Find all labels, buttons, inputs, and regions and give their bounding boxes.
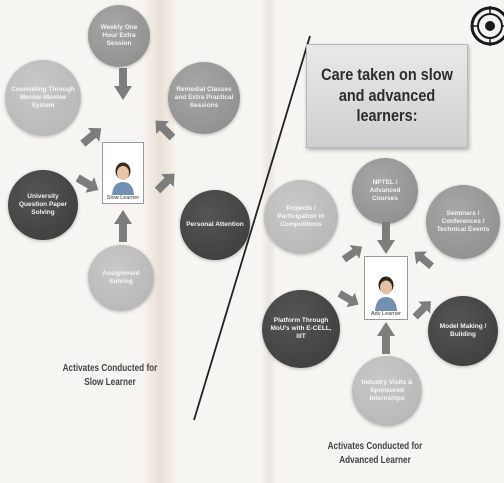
slow-caption-line1: Activates Conducted for xyxy=(62,363,158,374)
adv-bubble-1: NPTEL / Advanced Courses xyxy=(352,158,418,224)
student-icon xyxy=(375,276,397,311)
slow-learner-card: Slow Learner xyxy=(102,142,144,204)
adv-center-label: Adv Learner xyxy=(371,311,401,317)
slow-bubble-5: University Question Paper Solving xyxy=(8,170,78,240)
slow-arrow-top xyxy=(114,68,132,100)
slow-arrow-top-right xyxy=(155,120,176,141)
slow-caption-line2: Slow Learner xyxy=(84,376,136,388)
adv-arrow-left xyxy=(337,290,359,308)
adv-bubble-5: Platform Through MoU's with E-CELL, IIIT xyxy=(262,290,340,368)
title-box: Care taken on slow and advanced learners… xyxy=(306,44,468,148)
adv-caption-line1: Activates Conducted for xyxy=(327,441,423,452)
slow-arrow-left xyxy=(75,174,99,193)
scan-band xyxy=(145,0,175,483)
slow-center-label: Slow Learner xyxy=(106,195,140,201)
slow-bubble-6: Counseling Through Mentor-Mentee System xyxy=(5,60,81,136)
adv-arrow-right xyxy=(412,301,431,320)
adv-arrow-top-right xyxy=(414,251,434,270)
student-icon xyxy=(112,162,134,195)
slow-caption: Activates Conducted for Slow Learner xyxy=(44,362,175,389)
slow-arrow-top-left xyxy=(80,127,102,147)
adv-arrow-top-left xyxy=(341,245,363,263)
slow-bubble-4: Assignment Solving xyxy=(88,245,154,311)
divider-line xyxy=(193,35,311,421)
slow-arrow-right xyxy=(154,173,175,194)
slow-bubble-3: Personal Attention xyxy=(180,190,250,260)
adv-arrow-bottom xyxy=(377,322,395,354)
adv-caption: Activates Conducted for Advanced Learner xyxy=(305,440,444,467)
institution-seal-icon xyxy=(470,6,504,46)
slow-arrow-bottom xyxy=(114,210,132,242)
adv-bubble-4: Industry Visits & Sponsored Internships xyxy=(352,356,422,426)
adv-bubble-3: Model Making / Building xyxy=(428,296,498,366)
adv-caption-line2: Advanced Learner xyxy=(339,454,411,466)
page-title: Care taken on slow and advanced learners… xyxy=(321,65,453,126)
adv-bubble-2: Seminars / Conferences / Technical Event… xyxy=(426,185,500,259)
slow-bubble-1: Weekly One Hour Extra Session xyxy=(88,5,150,67)
scan-band xyxy=(262,0,276,483)
adv-arrow-top xyxy=(377,222,395,254)
adv-bubble-6: Projects / Participation in Competitions xyxy=(264,180,338,254)
adv-learner-card: Adv Learner xyxy=(364,256,408,320)
slow-bubble-2: Remedial Classes and Extra Practical Ses… xyxy=(168,62,240,134)
